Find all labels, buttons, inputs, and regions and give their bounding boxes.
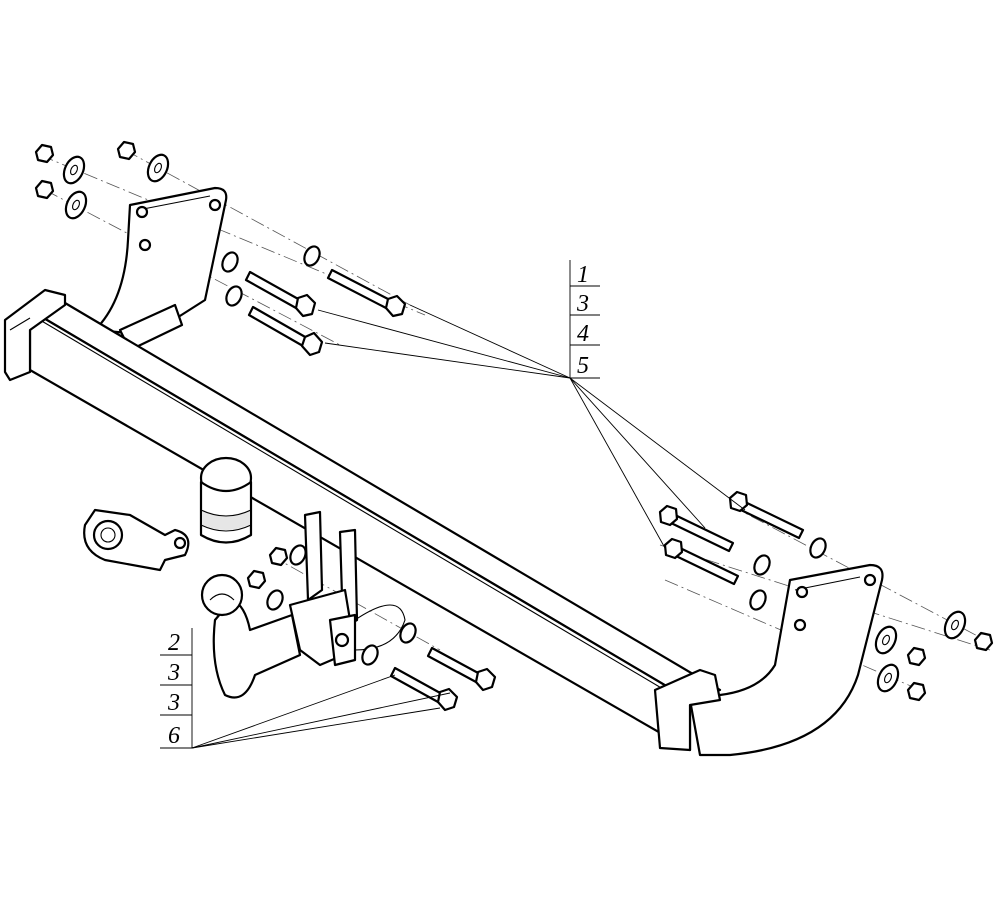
washer-icon — [361, 644, 379, 666]
socket-bracket — [83, 508, 190, 572]
washer-icon — [943, 610, 967, 640]
callout-label-4: 4 — [577, 321, 589, 347]
bolt-icon — [739, 500, 805, 540]
washer-icon — [303, 245, 321, 267]
nut-icon — [906, 646, 927, 667]
washer-icon — [874, 625, 898, 655]
washer-icon — [146, 153, 170, 183]
upper-bolts — [221, 245, 407, 357]
nut-icon — [268, 546, 289, 567]
callout-label-1: 1 — [577, 262, 589, 288]
washer-icon — [62, 155, 86, 185]
bolt-icon — [247, 305, 309, 348]
callout-leaders — [191, 304, 746, 749]
left-mounting-bracket — [93, 186, 228, 352]
nut-icon — [246, 569, 267, 590]
ball-cap — [199, 456, 253, 544]
callout-upper: 1 3 4 5 — [569, 260, 600, 379]
bolt-icon — [674, 546, 740, 586]
cross-beam — [3, 288, 722, 752]
callout-label-3b: 3 — [167, 690, 180, 716]
washer-icon — [289, 544, 307, 566]
washer-icon — [753, 554, 771, 576]
right-fasteners — [658, 490, 994, 702]
upper-left-fasteners — [34, 140, 170, 220]
ball-mount-plates — [288, 510, 406, 667]
bolt-icon — [426, 646, 482, 684]
nut-icon — [34, 179, 55, 200]
nut-icon — [906, 681, 927, 702]
washer-icon — [64, 190, 88, 220]
tow-ball-icon — [200, 573, 244, 617]
callout-label-5: 5 — [577, 353, 589, 379]
callout-label-6: 6 — [168, 723, 180, 749]
washer-icon — [399, 622, 417, 644]
bolt-icon — [244, 270, 302, 310]
callout-label-3a: 3 — [167, 660, 180, 686]
callout-label-3: 3 — [576, 291, 589, 317]
washer-icon — [749, 589, 767, 611]
nut-icon — [973, 631, 994, 652]
washer-icon — [809, 537, 827, 559]
bolt-icon — [389, 666, 444, 704]
washer-icon — [876, 663, 900, 693]
nut-icon — [34, 143, 55, 164]
callout-lower: 2 3 3 6 — [160, 628, 193, 749]
nut-icon — [116, 140, 137, 161]
callout-label-2: 2 — [168, 630, 180, 656]
washer-icon — [225, 285, 243, 307]
washer-icon — [221, 251, 239, 273]
right-mounting-bracket — [653, 563, 884, 757]
tow-ball — [200, 573, 302, 699]
washer-icon — [266, 589, 284, 611]
